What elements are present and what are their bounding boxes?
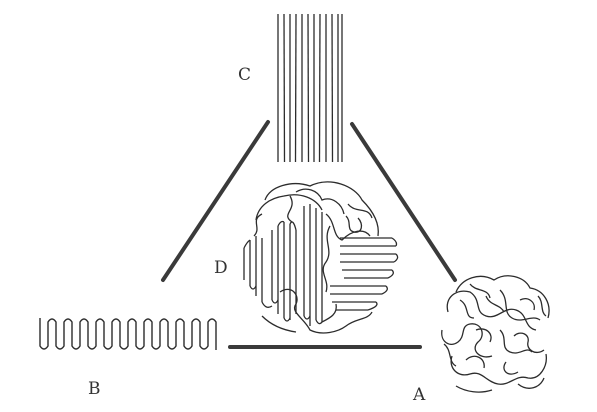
label-b: B <box>88 379 101 399</box>
folded-chain-b <box>39 318 217 350</box>
extended-chain-bundle-c <box>277 13 343 163</box>
edge-c-b <box>161 120 270 282</box>
label-a: A <box>412 385 426 405</box>
random-coil-a <box>441 275 550 393</box>
label-c: C <box>238 65 251 85</box>
label-d: D <box>214 258 228 278</box>
semicrystalline-structure-d <box>243 181 399 334</box>
edge-c-a <box>350 122 457 282</box>
